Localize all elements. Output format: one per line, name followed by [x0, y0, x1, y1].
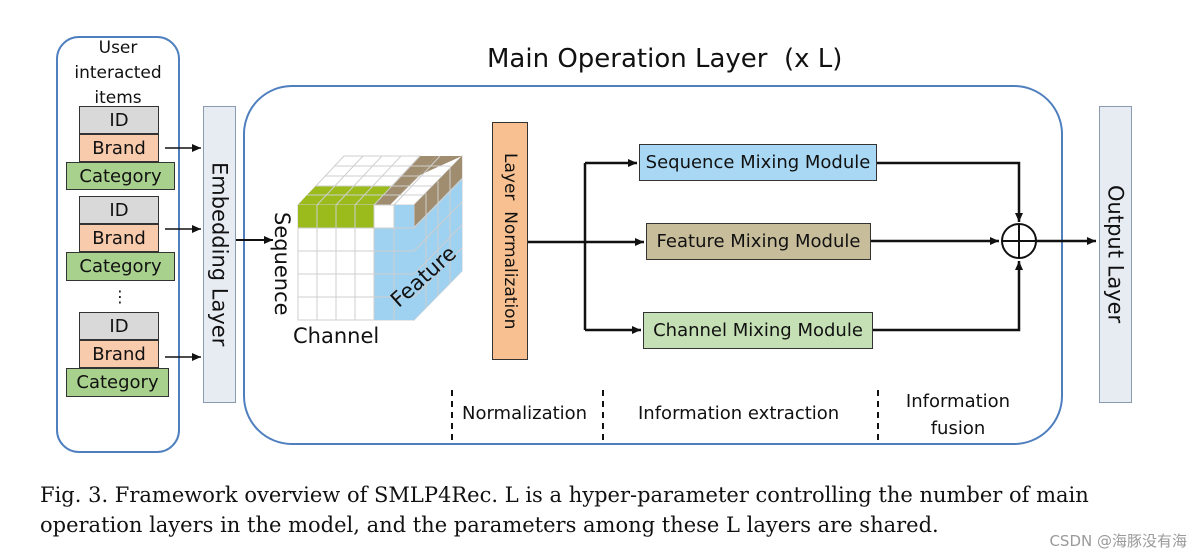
channel-to-fusion-arrow — [873, 261, 1023, 332]
item-id-box: ID — [79, 196, 159, 224]
embedding-layer-label: Embedding Layer — [207, 162, 232, 347]
input-title-line3: items — [94, 88, 142, 108]
stage-fusion-line1: Information — [905, 391, 1011, 412]
input-panel-frame — [56, 36, 180, 453]
item-brand-box: Brand — [79, 224, 159, 252]
cube-sequence-label: Sequence — [270, 212, 294, 316]
item-brand-box: Brand — [79, 134, 159, 162]
sequence-to-fusion-arrow — [877, 161, 1023, 222]
stage-normalization-label: Normalization — [462, 403, 588, 424]
embedding-cube — [296, 154, 463, 322]
main-layer-title: Main Operation Layer (x L) — [487, 44, 843, 74]
stage-fusion-line2: fusion — [930, 418, 986, 439]
item-category-box: Category — [66, 368, 169, 397]
input-title-line1: User — [98, 38, 138, 58]
input-title-line2: interacted — [74, 63, 162, 83]
stage-extraction-label: Information extraction — [638, 403, 840, 424]
item-category-box: Category — [66, 162, 175, 190]
input-panel-title: User interacted items — [57, 36, 179, 111]
main-layer-frame — [243, 85, 1063, 445]
feature-mixing-module: Feature Mixing Module — [646, 223, 871, 260]
item-category-box: Category — [66, 252, 175, 281]
item-id-box: ID — [79, 312, 159, 340]
fusion-plus-icon — [1001, 223, 1037, 259]
items-ellipsis: ⋮ — [112, 287, 128, 306]
channel-mixing-module: Channel Mixing Module — [643, 312, 873, 349]
layer-normalization: Layer Normalization — [492, 122, 528, 360]
layer-normalization-label: Layer Normalization — [500, 152, 520, 330]
output-layer: Output Layer — [1099, 106, 1132, 403]
sequence-mixing-module: Sequence Mixing Module — [639, 144, 877, 181]
watermark: CSDN @海豚没有海 — [1049, 532, 1187, 550]
item-brand-box: Brand — [79, 340, 159, 368]
output-layer-label: Output Layer — [1103, 185, 1128, 324]
figure-caption: Fig. 3. Framework overview of SMLP4Rec. … — [40, 483, 1089, 537]
embedding-layer: Embedding Layer — [203, 106, 236, 403]
stage-fusion-label: Information fusion — [893, 388, 1023, 442]
item-id-box: ID — [79, 106, 159, 134]
cube-channel-label: Channel — [293, 324, 380, 348]
